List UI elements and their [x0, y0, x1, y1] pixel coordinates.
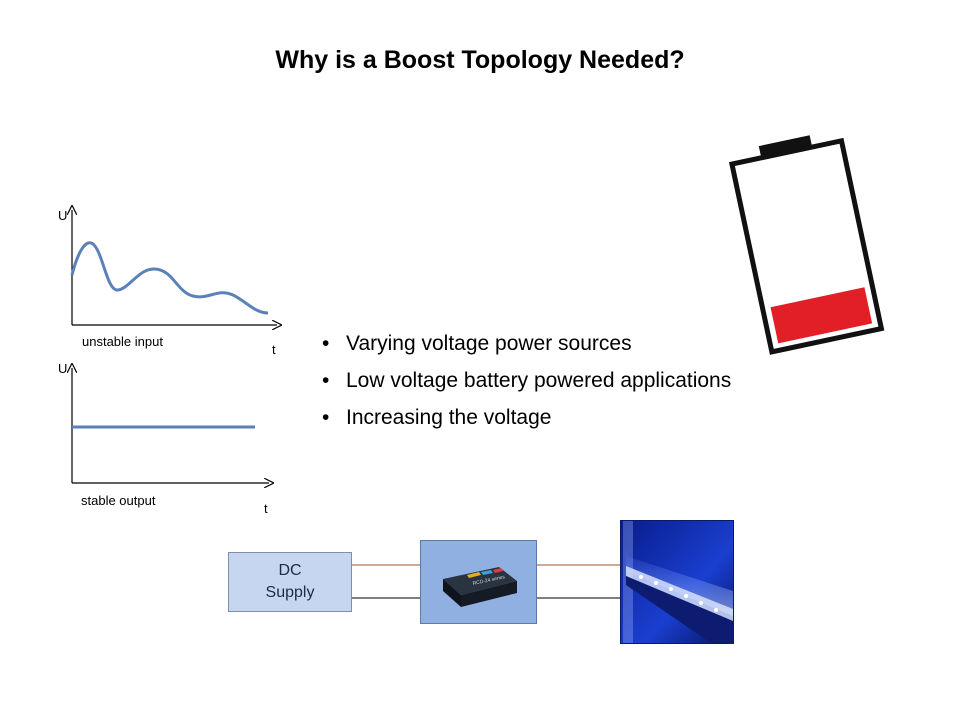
input-y-axis-label: U [58, 208, 68, 223]
dc-supply-label: DC Supply [265, 562, 315, 601]
slide-title: Why is a Boost Topology Needed? [275, 46, 685, 74]
unstable-wave [70, 241, 269, 315]
bullet-item: •Increasing the voltage [322, 406, 552, 429]
output-x-axis-label: t [264, 501, 268, 516]
input-x-axis-label: t [272, 342, 276, 357]
bullet-item: •Varying voltage power sources [322, 332, 632, 355]
dc-supply-box: DC Supply [228, 552, 352, 612]
bullet-list: •Varying voltage power sources •Low volt… [322, 330, 731, 441]
battery-low-icon [728, 135, 885, 355]
bullet-item: •Low voltage battery powered application… [322, 369, 732, 392]
led-strip-image [621, 521, 733, 643]
unstable-input-graph [55, 200, 295, 360]
input-caption: unstable input [82, 334, 163, 349]
output-y-axis-label: U [58, 361, 68, 376]
led-strip-photo [620, 520, 734, 644]
stable-output-graph [55, 360, 295, 500]
led-driver-module-image: RCD-24 series [443, 567, 517, 607]
output-caption: stable output [81, 493, 156, 508]
led-driver-box: RCD-24 series [420, 540, 537, 624]
